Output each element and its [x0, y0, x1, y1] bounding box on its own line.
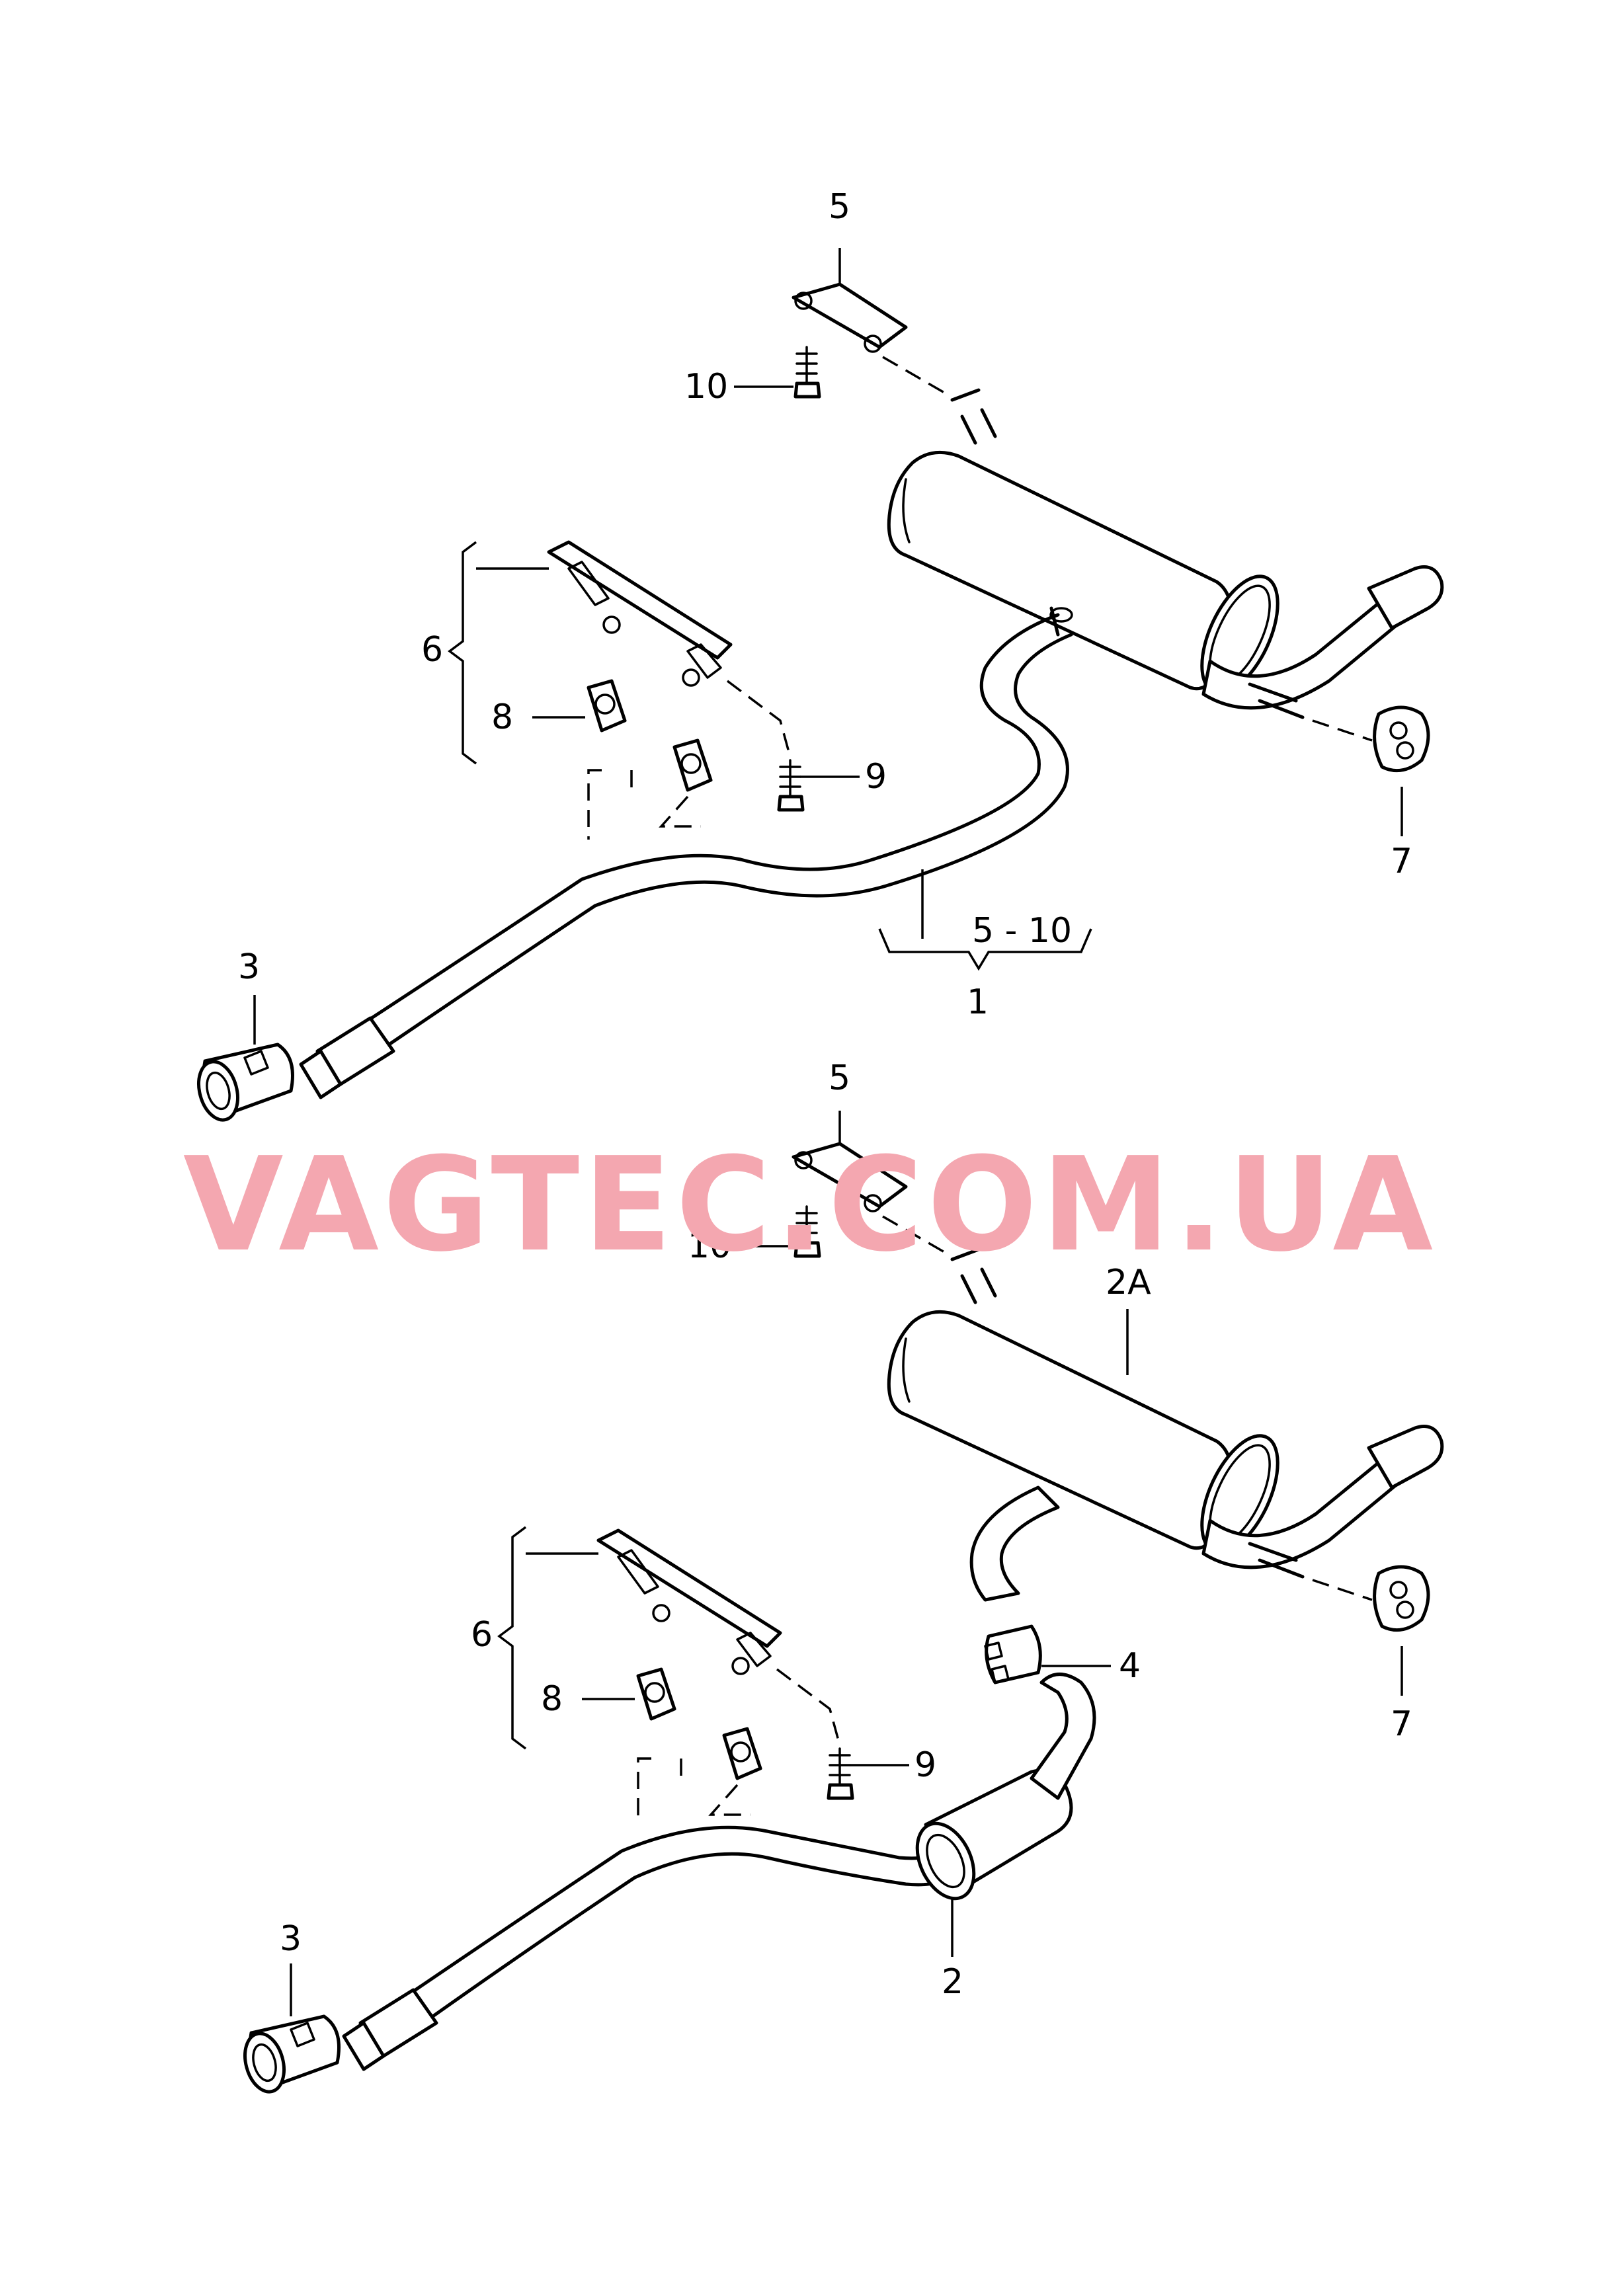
callout-8: 8 [541, 1679, 563, 1719]
callout-range: 5 - 10 [972, 911, 1072, 951]
callout-5: 5 [829, 1058, 850, 1098]
callout-8: 8 [491, 697, 513, 737]
connecting-pipe-icon[interactable] [342, 1825, 954, 2071]
watermark: VAGTEC.COM.UA [183, 1130, 1437, 1281]
top-hanger-icon[interactable] [792, 1142, 908, 1212]
rear-rubber-mount-icon[interactable] [1373, 1565, 1430, 1632]
callout-2: 2 [942, 1962, 963, 2002]
callout-7: 7 [1391, 842, 1412, 881]
callout-9: 9 [865, 757, 887, 797]
callout-5: 5 [829, 187, 850, 227]
bolt-icon[interactable] [827, 1747, 854, 1800]
callout-3: 3 [280, 1919, 302, 1959]
callout-4: 4 [1119, 1646, 1141, 1686]
bolt-icon[interactable] [777, 759, 805, 812]
clamp-icon[interactable] [192, 1043, 294, 1125]
rear-rubber-mount-icon[interactable] [1373, 705, 1430, 773]
clamp-icon[interactable] [239, 2014, 341, 2096]
rear-muffler-icon[interactable] [887, 388, 1444, 719]
callout-6: 6 [421, 630, 443, 670]
rubber-mount-icon[interactable] [587, 679, 713, 792]
bolt-icon[interactable] [793, 346, 821, 399]
center-muffler-icon[interactable] [906, 1673, 1096, 1908]
front-hanger-bracket-icon[interactable] [547, 540, 733, 687]
callout-1: 1 [967, 982, 989, 1022]
callout-3: 3 [238, 947, 260, 987]
rear-muffler-icon[interactable] [887, 1247, 1444, 1602]
callout-6: 6 [471, 1615, 493, 1655]
front-hanger-bracket-icon[interactable] [596, 1528, 782, 1675]
callout-7: 7 [1391, 1704, 1412, 1744]
callout-10: 10 [688, 1226, 731, 1266]
rubber-mount-icon[interactable] [636, 1667, 762, 1780]
top-hanger-icon[interactable] [792, 282, 908, 353]
callout-10: 10 [684, 367, 728, 407]
callout-9: 9 [914, 1745, 936, 1785]
callout-2a: 2A [1106, 1263, 1151, 1302]
connecting-pipe-icon[interactable] [299, 606, 1073, 1099]
bolt-icon[interactable] [793, 1205, 821, 1258]
pipe-clamp-icon[interactable] [984, 1624, 1042, 1684]
lower-assembly: 5 10 2A 6 8 4 9 7 3 2 [239, 1058, 1444, 2096]
upper-assembly: 5 10 6 8 9 7 3 5 - 10 1 [192, 187, 1444, 1125]
